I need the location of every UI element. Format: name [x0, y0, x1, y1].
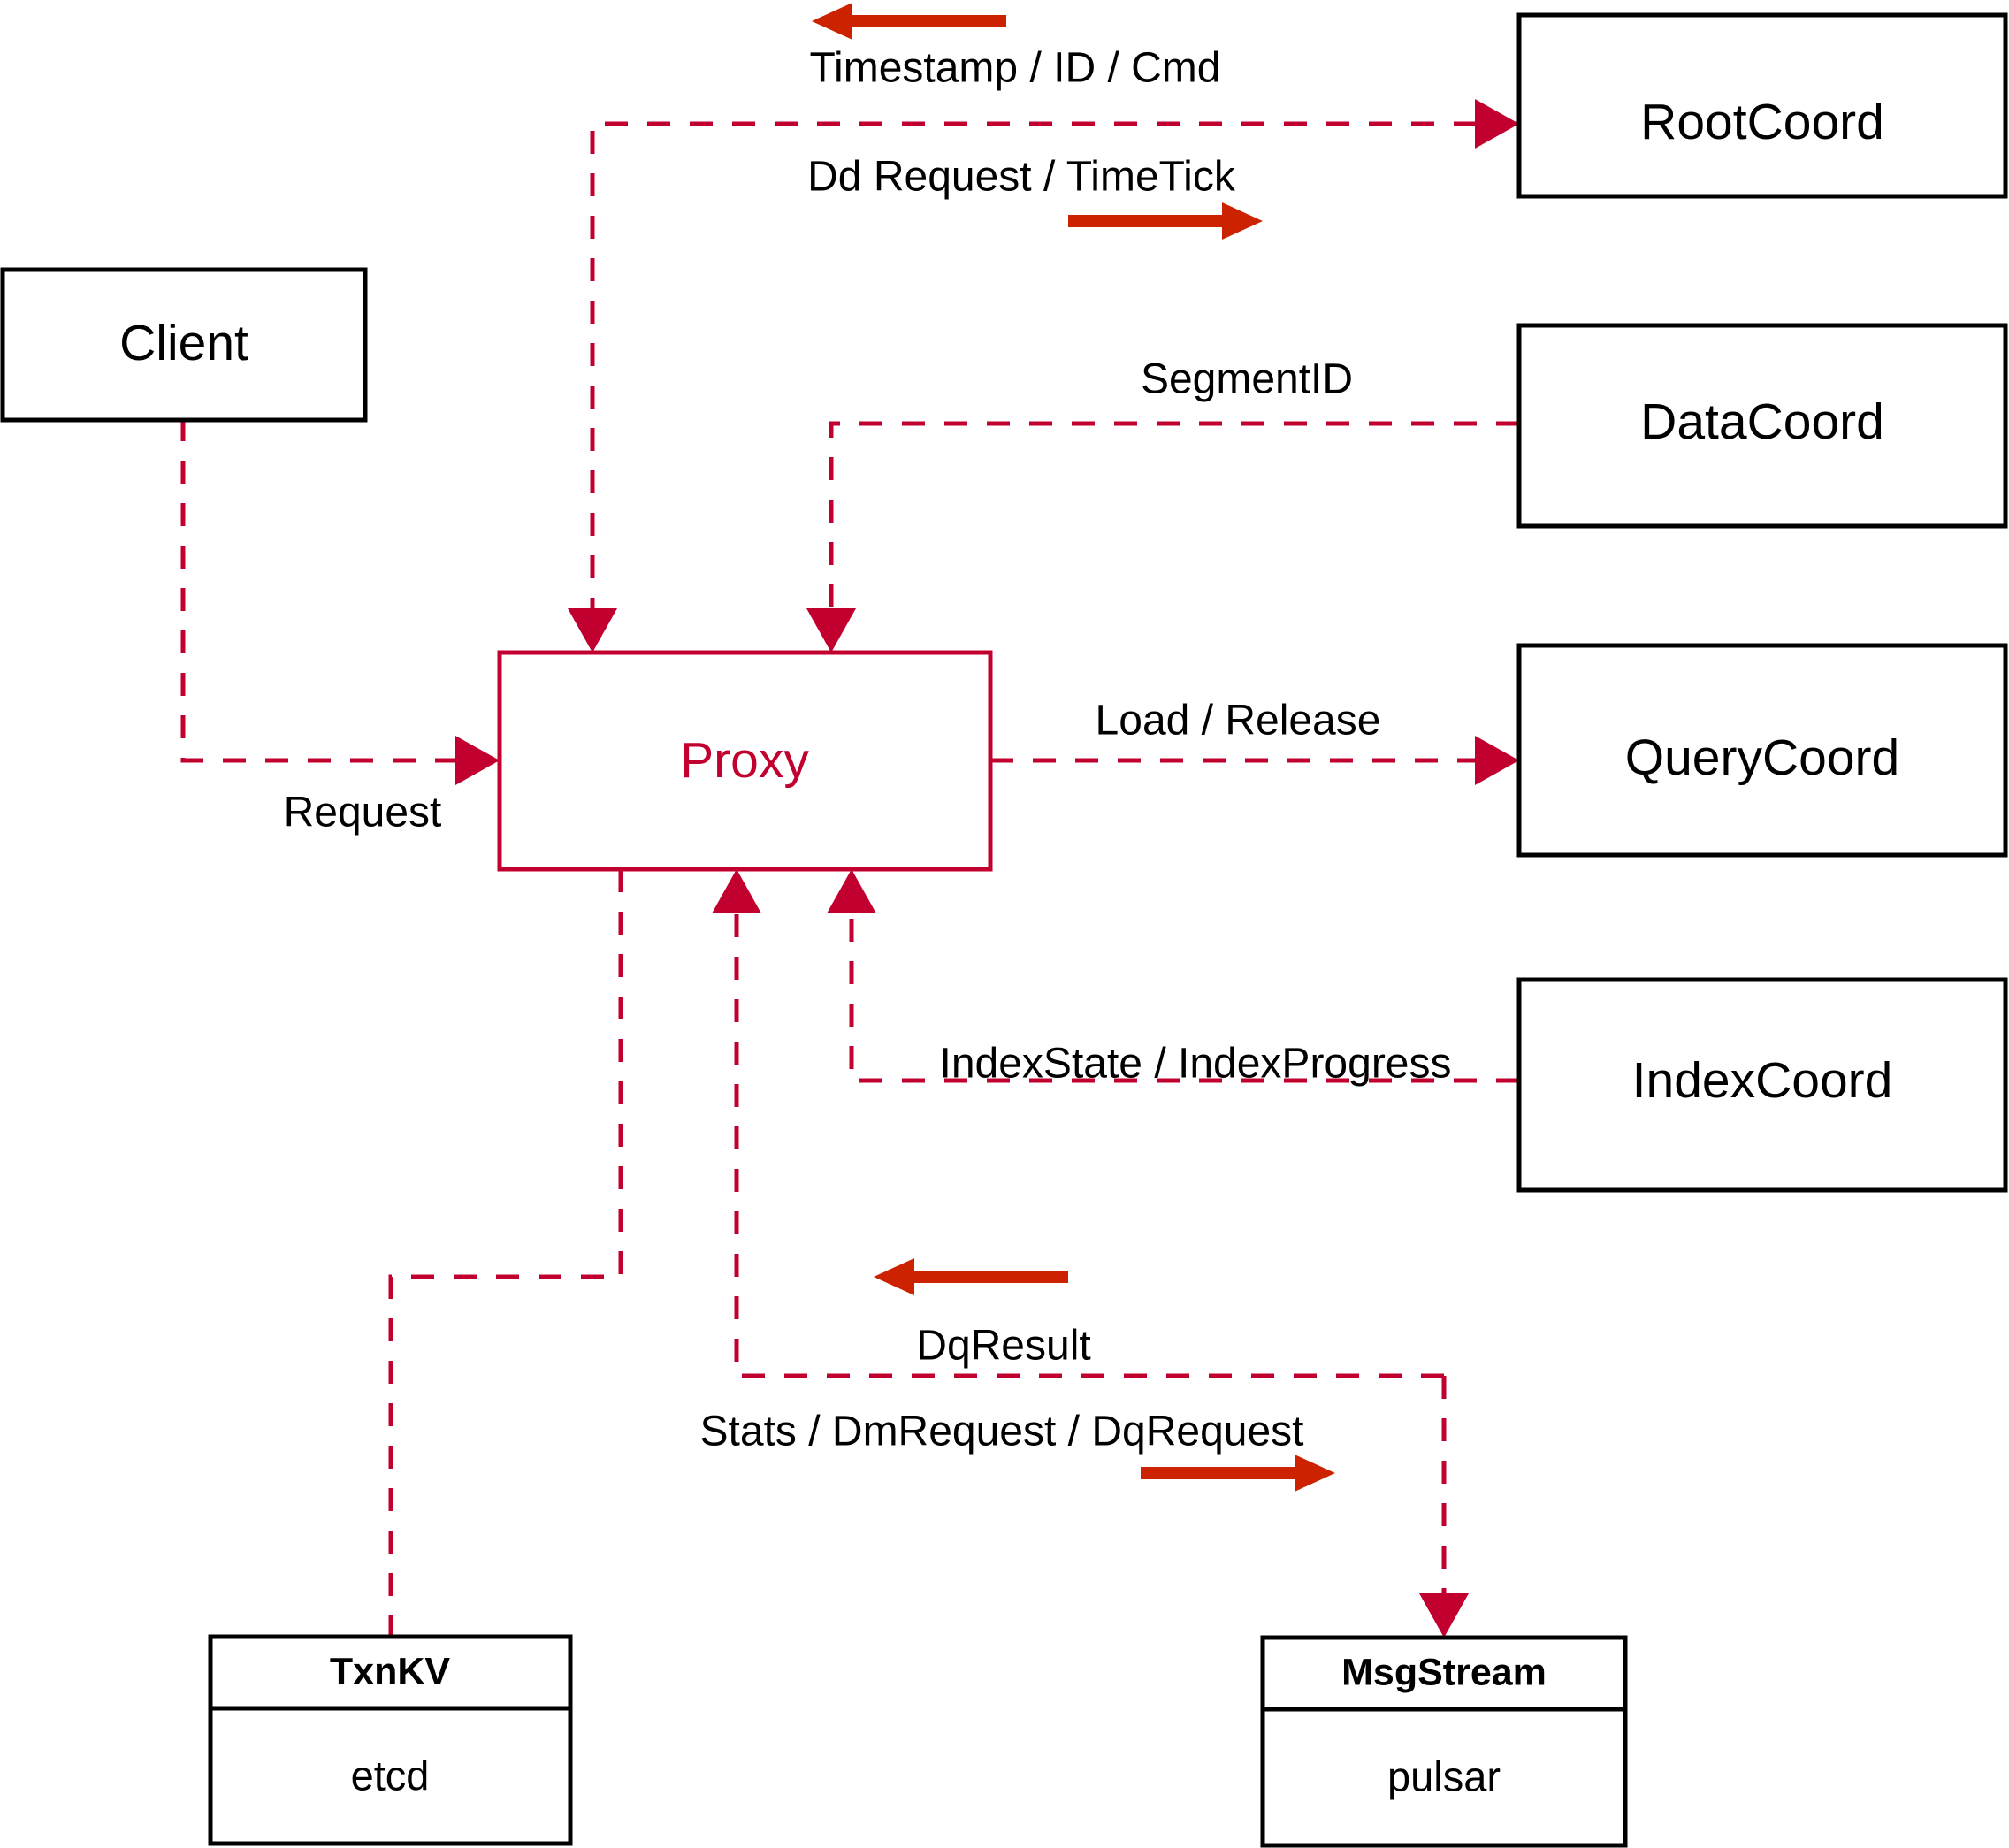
- edge-msgstream-proxy: [712, 869, 1444, 1378]
- edge-label-timestamp-id-cmd: Timestamp / ID / Cmd: [810, 45, 1221, 92]
- edge-rootcoord-proxy: [568, 121, 1519, 653]
- node-proxy-label: Proxy: [680, 732, 809, 789]
- edge-proxy-msgstream: [1419, 1376, 1469, 1638]
- direction-arrow-dqresult: [874, 1258, 1068, 1295]
- node-txnkv-title: TxnKV: [330, 1650, 451, 1692]
- node-txnkv[interactable]: TxnKV etcd: [208, 1634, 573, 1846]
- node-client[interactable]: Client: [0, 267, 368, 423]
- node-client-label: Client: [119, 315, 248, 371]
- edge-label-dqresult: DqResult: [916, 1323, 1090, 1370]
- direction-arrow-timestamp: [812, 3, 1006, 40]
- direction-arrow-ddrequest: [1068, 202, 1263, 240]
- node-querycoord[interactable]: QueryCoord: [1516, 643, 2008, 858]
- node-datacoord[interactable]: DataCoord: [1516, 323, 2008, 529]
- edge-label-indexstate-indexprogress: IndexState / IndexProgress: [940, 1041, 1452, 1088]
- node-msgstream[interactable]: MsgStream pulsar: [1260, 1635, 1628, 1848]
- node-querycoord-label: QueryCoord: [1625, 729, 1899, 786]
- edge-proxy-querycoord: [990, 736, 1519, 785]
- node-rootcoord-label: RootCoord: [1640, 94, 1884, 150]
- edge-indexcoord-proxy: [827, 869, 1519, 1083]
- direction-arrow-dqrequest: [1141, 1455, 1335, 1492]
- edge-datacoord-proxy: [806, 421, 1519, 653]
- edge-proxy-rootcoord: [1475, 99, 1519, 149]
- edge-label-load-release: Load / Release: [1096, 698, 1381, 745]
- edge-label-dd-request-timetick: Dd Request / TimeTick: [807, 154, 1236, 201]
- edge-label-segmentid: SegmentID: [1141, 356, 1353, 403]
- node-indexcoord[interactable]: IndexCoord: [1516, 977, 2008, 1193]
- node-msgstream-sublabel: pulsar: [1387, 1753, 1501, 1799]
- node-datacoord-label: DataCoord: [1640, 393, 1884, 450]
- node-txnkv-sublabel: etcd: [351, 1752, 430, 1798]
- node-indexcoord-label: IndexCoord: [1632, 1052, 1893, 1109]
- node-proxy[interactable]: Proxy: [497, 650, 993, 872]
- edge-client-proxy: [180, 418, 500, 785]
- edge-label-request: Request: [284, 790, 442, 836]
- edge-proxy-txnkv: [388, 869, 623, 1637]
- node-rootcoord[interactable]: RootCoord: [1516, 12, 2008, 199]
- edge-label-stats-dmrequest-dqrequest: Stats / DmRequest / DqRequest: [700, 1409, 1304, 1455]
- node-msgstream-title: MsgStream: [1341, 1651, 1547, 1693]
